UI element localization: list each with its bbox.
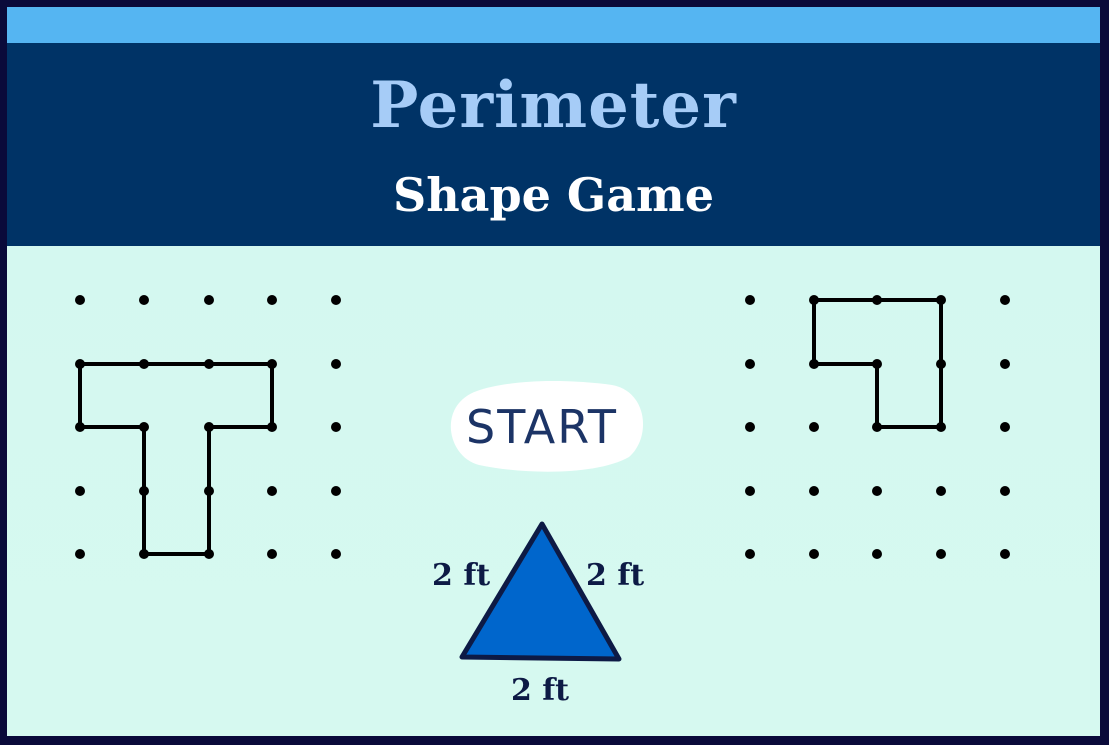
left-grid-dots [75, 295, 341, 559]
triangle-right-side-label: 2 ft [586, 558, 644, 593]
t-shape [78, 362, 274, 556]
game-screen: Perimeter Shape Game [7, 7, 1100, 736]
right-dot-grid [745, 295, 1010, 559]
game-subtitle: Shape Game [393, 168, 714, 222]
triangle-bottom-side-label: 2 ft [511, 673, 569, 708]
top-strip [7, 7, 1100, 43]
game-scene: START 2 ft 2 ft 2 ft [75, 295, 1010, 708]
right-grid-dots [745, 295, 1010, 559]
start-button-cloud [450, 381, 644, 472]
triangle-left-side-label: 2 ft [432, 558, 490, 593]
triangle-shape: 2 ft 2 ft 2 ft [432, 521, 644, 708]
start-button[interactable]: START [450, 381, 644, 472]
title-banner [7, 43, 1100, 246]
start-label: START [466, 400, 618, 454]
left-dot-grid [75, 295, 341, 559]
game-title: Perimeter [370, 68, 737, 143]
